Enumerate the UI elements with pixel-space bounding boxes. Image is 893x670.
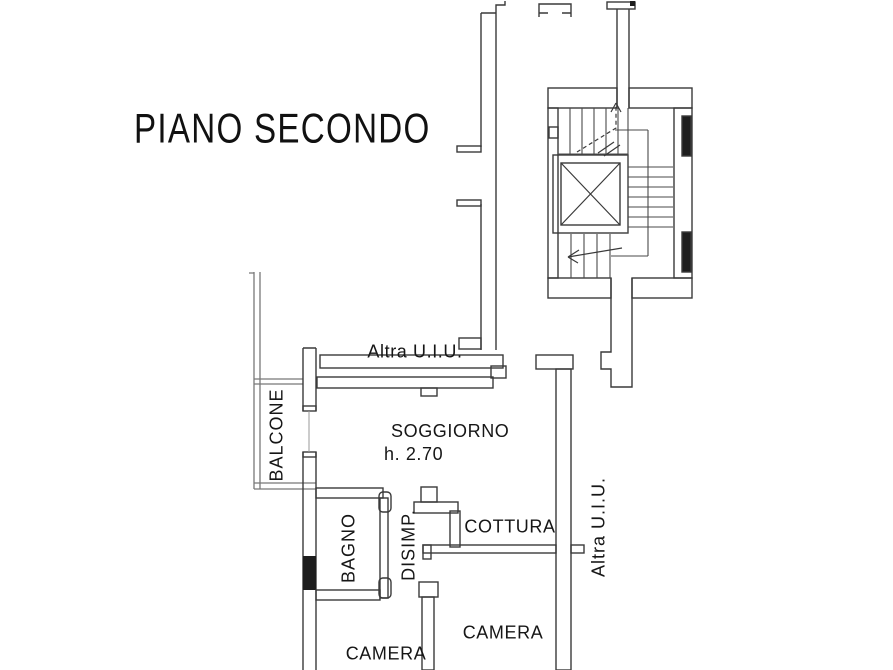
elevator-icon — [552, 154, 629, 234]
wall-solid-segment — [681, 115, 692, 157]
room-height-note: h. 2.70 — [384, 444, 444, 464]
stair-corridor-lower-wall — [600, 278, 633, 388]
bagno-walls — [315, 487, 392, 601]
room-label-disimp: DISIMP. — [398, 509, 419, 581]
room-label-cottura: COTTURA — [464, 516, 556, 537]
wall-pier-solid — [303, 556, 316, 590]
east-party-wall — [535, 354, 585, 670]
balcony-railing — [249, 272, 316, 490]
page-title: PIANO SECONDO — [134, 106, 431, 153]
room-label-altra-uiu-right: Altra U.I.U. — [588, 476, 609, 578]
chimney-marker — [538, 3, 572, 17]
stairs-up-arrow-icon — [576, 102, 622, 157]
exterior-wall-west-upper — [456, 1, 506, 350]
stair-corridor-upper-wall — [606, 1, 636, 108]
wall-altra-uiu-top — [316, 354, 507, 397]
wall-solid-segment — [681, 231, 692, 273]
room-label-balcone: BALCONE — [266, 388, 287, 482]
room-label-camera-left: CAMERA — [345, 643, 427, 664]
stairwell-walls — [547, 87, 693, 299]
stairs-down-arrow-icon — [567, 247, 623, 264]
room-label-soggiorno: SOGGIORNO — [391, 421, 510, 441]
room-label-altra-uiu-top: Altra U.I.U. — [367, 341, 463, 362]
exterior-wall-west — [302, 347, 317, 670]
room-label-camera-right: CAMERA — [462, 622, 544, 643]
room-label-bagno: BAGNO — [338, 512, 359, 584]
